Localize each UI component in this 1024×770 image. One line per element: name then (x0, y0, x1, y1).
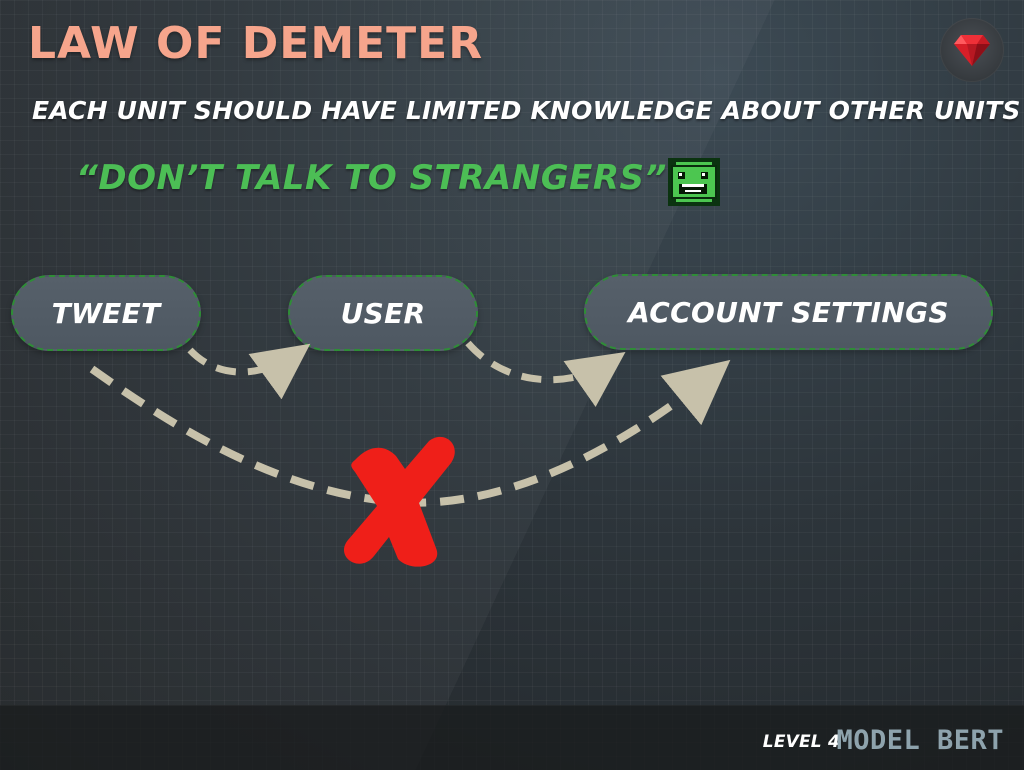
user-node-label: USER (340, 296, 426, 330)
tweet-to-account-forbidden-arrow (89, 359, 731, 507)
user-to-account-arrow (465, 340, 626, 407)
tweet-node: TWEET (11, 275, 201, 351)
red-x-icon (343, 436, 455, 567)
slide-footer: LEVEL 4 MODEL BERT (0, 705, 1024, 770)
slide-subtitle: EACH UNIT SHOULD HAVE LIMITED KNOWLEDGE … (32, 96, 1021, 125)
tweet-node-label: TWEET (51, 296, 161, 330)
dont-talk-to-strangers-quote: “DON’T TALK TO STRANGERS” (76, 158, 667, 198)
account-settings-node: ACCOUNT SETTINGS (584, 274, 993, 350)
account-settings-node-label: ACCOUNT SETTINGS (628, 295, 949, 329)
smiley-face-icon (668, 158, 720, 206)
user-node: USER (288, 275, 478, 351)
course-name: MODEL BERT (836, 725, 1004, 756)
tweet-to-user-arrow (187, 343, 311, 400)
ruby-gem-icon (940, 18, 1004, 82)
level-label: LEVEL 4 (762, 732, 840, 752)
slide-title: LAW OF DEMETER (28, 18, 484, 69)
